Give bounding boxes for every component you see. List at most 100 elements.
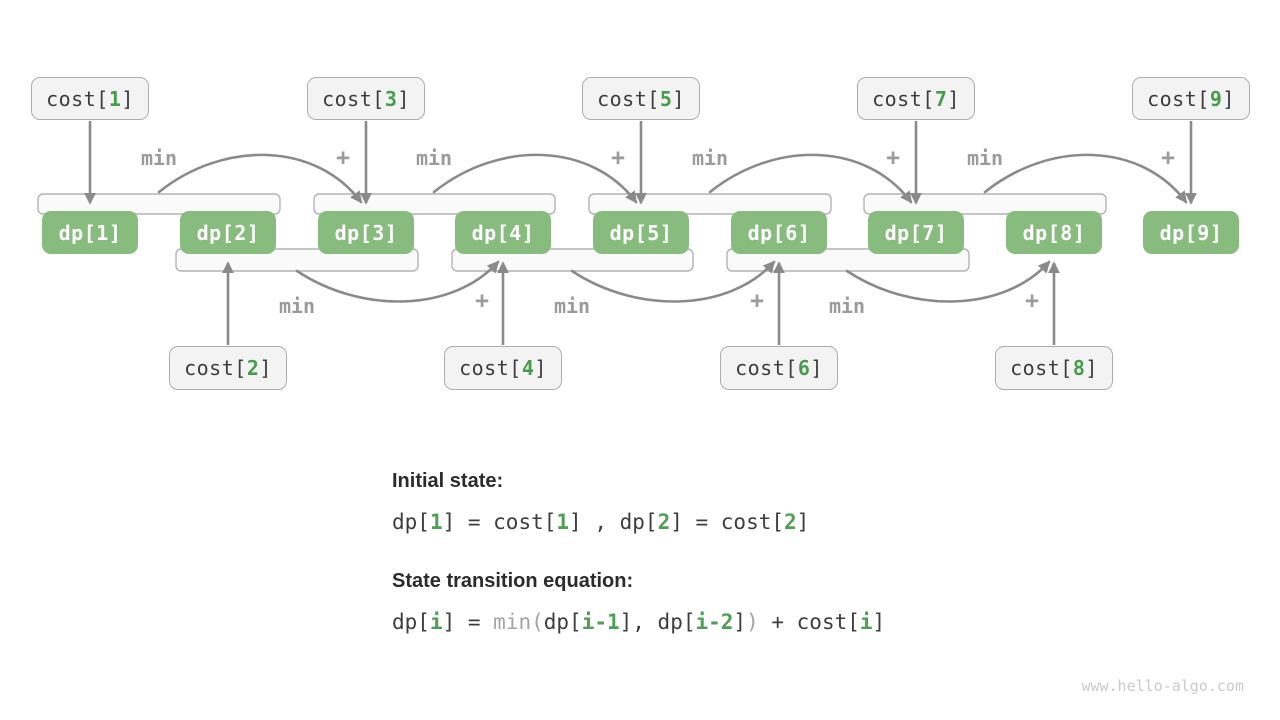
cost-box-1: cost[1] xyxy=(31,77,149,120)
min-label-bottom-1: min xyxy=(278,294,316,318)
dp-index: 5 xyxy=(647,220,660,245)
dp-label: dp[ xyxy=(1159,220,1198,245)
dp-box-4: dp[4] xyxy=(455,211,551,254)
cost-box-9: cost[9] xyxy=(1132,77,1250,120)
dp-label-close: ] xyxy=(934,220,948,245)
eq-segment: dp[ xyxy=(543,610,582,634)
eq-segment: min( xyxy=(493,610,544,634)
cost-label-close: ] xyxy=(1222,86,1235,111)
dp-label: dp[ xyxy=(334,220,373,245)
arc-to-dp5 xyxy=(432,153,638,204)
plus-label-top-4: + xyxy=(1161,145,1175,171)
dp-label: dp[ xyxy=(609,220,648,245)
min-label-top-4: min xyxy=(966,146,1004,170)
eq-segment: dp[ xyxy=(392,510,430,534)
bracket-dp1-dp2 xyxy=(37,193,281,215)
eq-segment: 1 xyxy=(429,510,443,534)
cost-label-close: ] xyxy=(397,86,410,111)
eq-segment: ] xyxy=(733,610,747,634)
plus-label-bottom-3: + xyxy=(1025,288,1039,314)
min-label-top-3: min xyxy=(691,146,729,170)
dp-index: 9 xyxy=(1197,220,1210,245)
dp-label: dp[ xyxy=(1022,220,1061,245)
min-label-top-2: min xyxy=(415,146,453,170)
eq-segment: ], dp[ xyxy=(619,610,696,634)
dp-label-close: ] xyxy=(384,220,398,245)
arc-to-dp4 xyxy=(295,260,500,303)
dp-label-close: ] xyxy=(108,220,122,245)
state-transition-title: State transition equation: xyxy=(392,570,634,592)
dp-box-8: dp[8] xyxy=(1006,211,1102,254)
cost-label: cost[ xyxy=(872,86,935,111)
cost-label: cost[ xyxy=(184,356,247,380)
min-label-top-1: min xyxy=(140,146,178,170)
cost-label: cost[ xyxy=(1010,356,1073,380)
cost-arrows xyxy=(84,121,1197,345)
arc-to-dp6 xyxy=(570,260,776,303)
cost-index: 8 xyxy=(1072,356,1086,380)
min-label-bottom-3: min xyxy=(828,294,866,318)
cost-box-4: cost[4] xyxy=(444,346,562,390)
arc-to-dp3 xyxy=(157,153,363,204)
cost-box-3: cost[3] xyxy=(307,77,425,120)
cost-box-8: cost[8] xyxy=(995,346,1113,390)
arc-to-dp7 xyxy=(708,153,913,204)
cost-box-6: cost[6] xyxy=(720,346,838,390)
cost-label-close: ] xyxy=(121,86,134,111)
eq-segment: ) xyxy=(746,610,759,634)
dp-label-close: ] xyxy=(1072,220,1086,245)
dp-label-close: ] xyxy=(659,220,673,245)
dp-box-7: dp[7] xyxy=(868,211,964,254)
eq-segment: i-2 xyxy=(695,610,734,634)
eq-segment: 2 xyxy=(657,510,671,534)
bracket-dp3-dp4 xyxy=(313,193,556,215)
cost-label: cost[ xyxy=(459,356,522,380)
cost-index: 9 xyxy=(1209,86,1223,111)
dp-label: dp[ xyxy=(884,220,923,245)
plus-label-top-3: + xyxy=(886,145,900,171)
cost-label-close: ] xyxy=(259,356,272,380)
eq-segment: i-1 xyxy=(581,610,620,634)
eq-segment: 1 xyxy=(556,510,570,534)
dp-label: dp[ xyxy=(471,220,510,245)
cost-label-close: ] xyxy=(672,86,685,111)
plus-label-top-2: + xyxy=(611,145,625,171)
cost-label-close: ] xyxy=(1085,356,1098,380)
dp-label-close: ] xyxy=(1209,220,1223,245)
min-arc-arrows xyxy=(157,153,1188,303)
watermark: www.hello-algo.com xyxy=(1081,677,1244,695)
cost-label-close: ] xyxy=(810,356,823,380)
dp-label: dp[ xyxy=(196,220,235,245)
cost-label: cost[ xyxy=(597,86,660,111)
dp-label: dp[ xyxy=(58,220,97,245)
cost-label: cost[ xyxy=(46,86,109,111)
arc-to-dp8 xyxy=(845,260,1051,303)
cost-box-5: cost[5] xyxy=(582,77,700,120)
dp-index: 8 xyxy=(1060,220,1073,245)
dp-box-1: dp[1] xyxy=(42,211,138,254)
cost-index: 3 xyxy=(384,86,398,111)
eq-segment: 2 xyxy=(784,510,797,534)
eq-segment: ] = xyxy=(442,610,494,634)
min-label-bottom-2: min xyxy=(553,294,591,318)
plus-label-top-1: + xyxy=(336,145,350,171)
state-transition-equation: dp[i] = min(dp[i-1], dp[i-2]) + cost[i] xyxy=(392,610,885,634)
dp-box-2: dp[2] xyxy=(180,211,276,254)
plus-label-bottom-2: + xyxy=(750,288,764,314)
eq-segment: ] , dp[ xyxy=(569,510,658,534)
cost-box-7: cost[7] xyxy=(857,77,975,120)
dp-box-5: dp[5] xyxy=(593,211,689,254)
dp-label-close: ] xyxy=(797,220,811,245)
cost-label: cost[ xyxy=(322,86,385,111)
dp-index: 7 xyxy=(922,220,935,245)
cost-index: 2 xyxy=(246,356,260,380)
dp-box-6: dp[6] xyxy=(731,211,827,254)
cost-index: 5 xyxy=(659,86,673,111)
dp-box-9: dp[9] xyxy=(1143,211,1239,254)
dp-index: 3 xyxy=(372,220,385,245)
dp-label-close: ] xyxy=(246,220,260,245)
initial-state-title: Initial state: xyxy=(392,470,504,492)
dp-index: 2 xyxy=(234,220,247,245)
cost-label: cost[ xyxy=(1147,86,1210,111)
